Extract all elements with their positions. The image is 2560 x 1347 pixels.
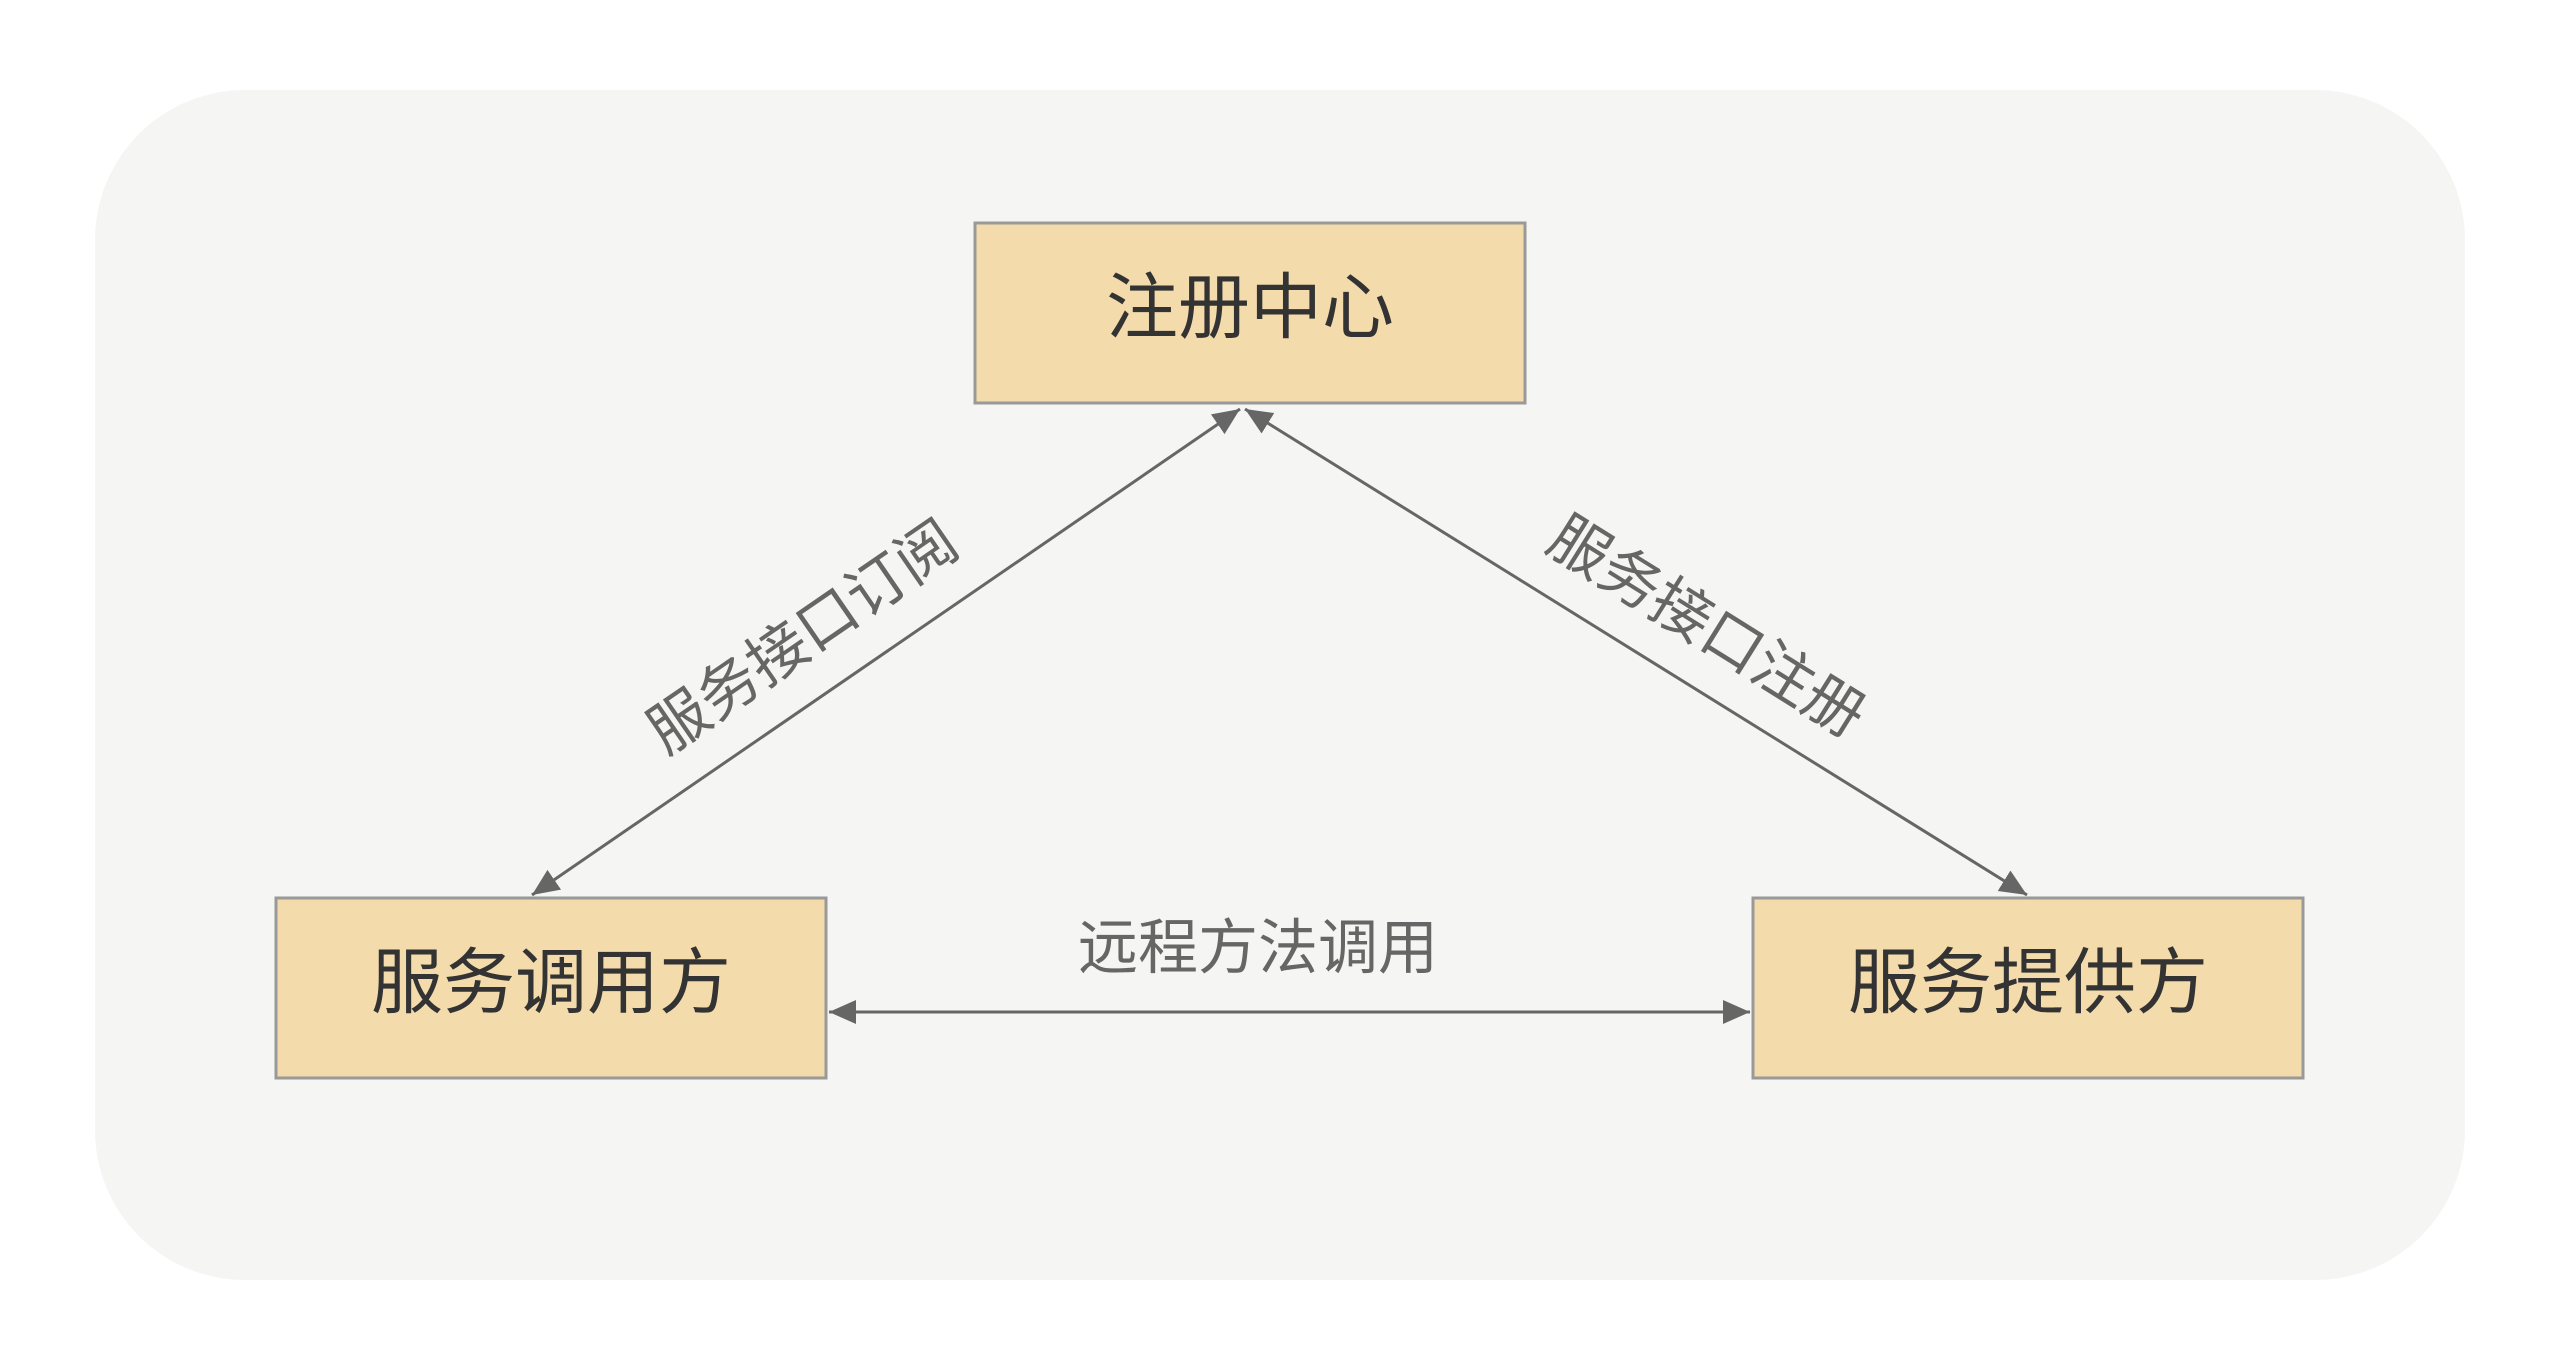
provider-label: 服务提供方 xyxy=(1848,941,2208,1025)
consumer-box xyxy=(274,896,828,1080)
registry-label: 注册中心 xyxy=(1106,266,1394,350)
provider-box xyxy=(1751,896,2305,1080)
registry-box xyxy=(973,221,1527,405)
subscribe-edge xyxy=(531,407,1241,897)
provider-node: 服务提供方 xyxy=(1751,896,2305,1080)
register-edge xyxy=(1244,407,2028,897)
consumer-label: 服务调用方 xyxy=(371,941,731,1025)
consumer-node: 服务调用方 xyxy=(274,896,828,1080)
registry-node: 注册中心 xyxy=(973,221,1527,405)
rpc-edge-label: 远程方法调用 xyxy=(1078,914,1438,984)
